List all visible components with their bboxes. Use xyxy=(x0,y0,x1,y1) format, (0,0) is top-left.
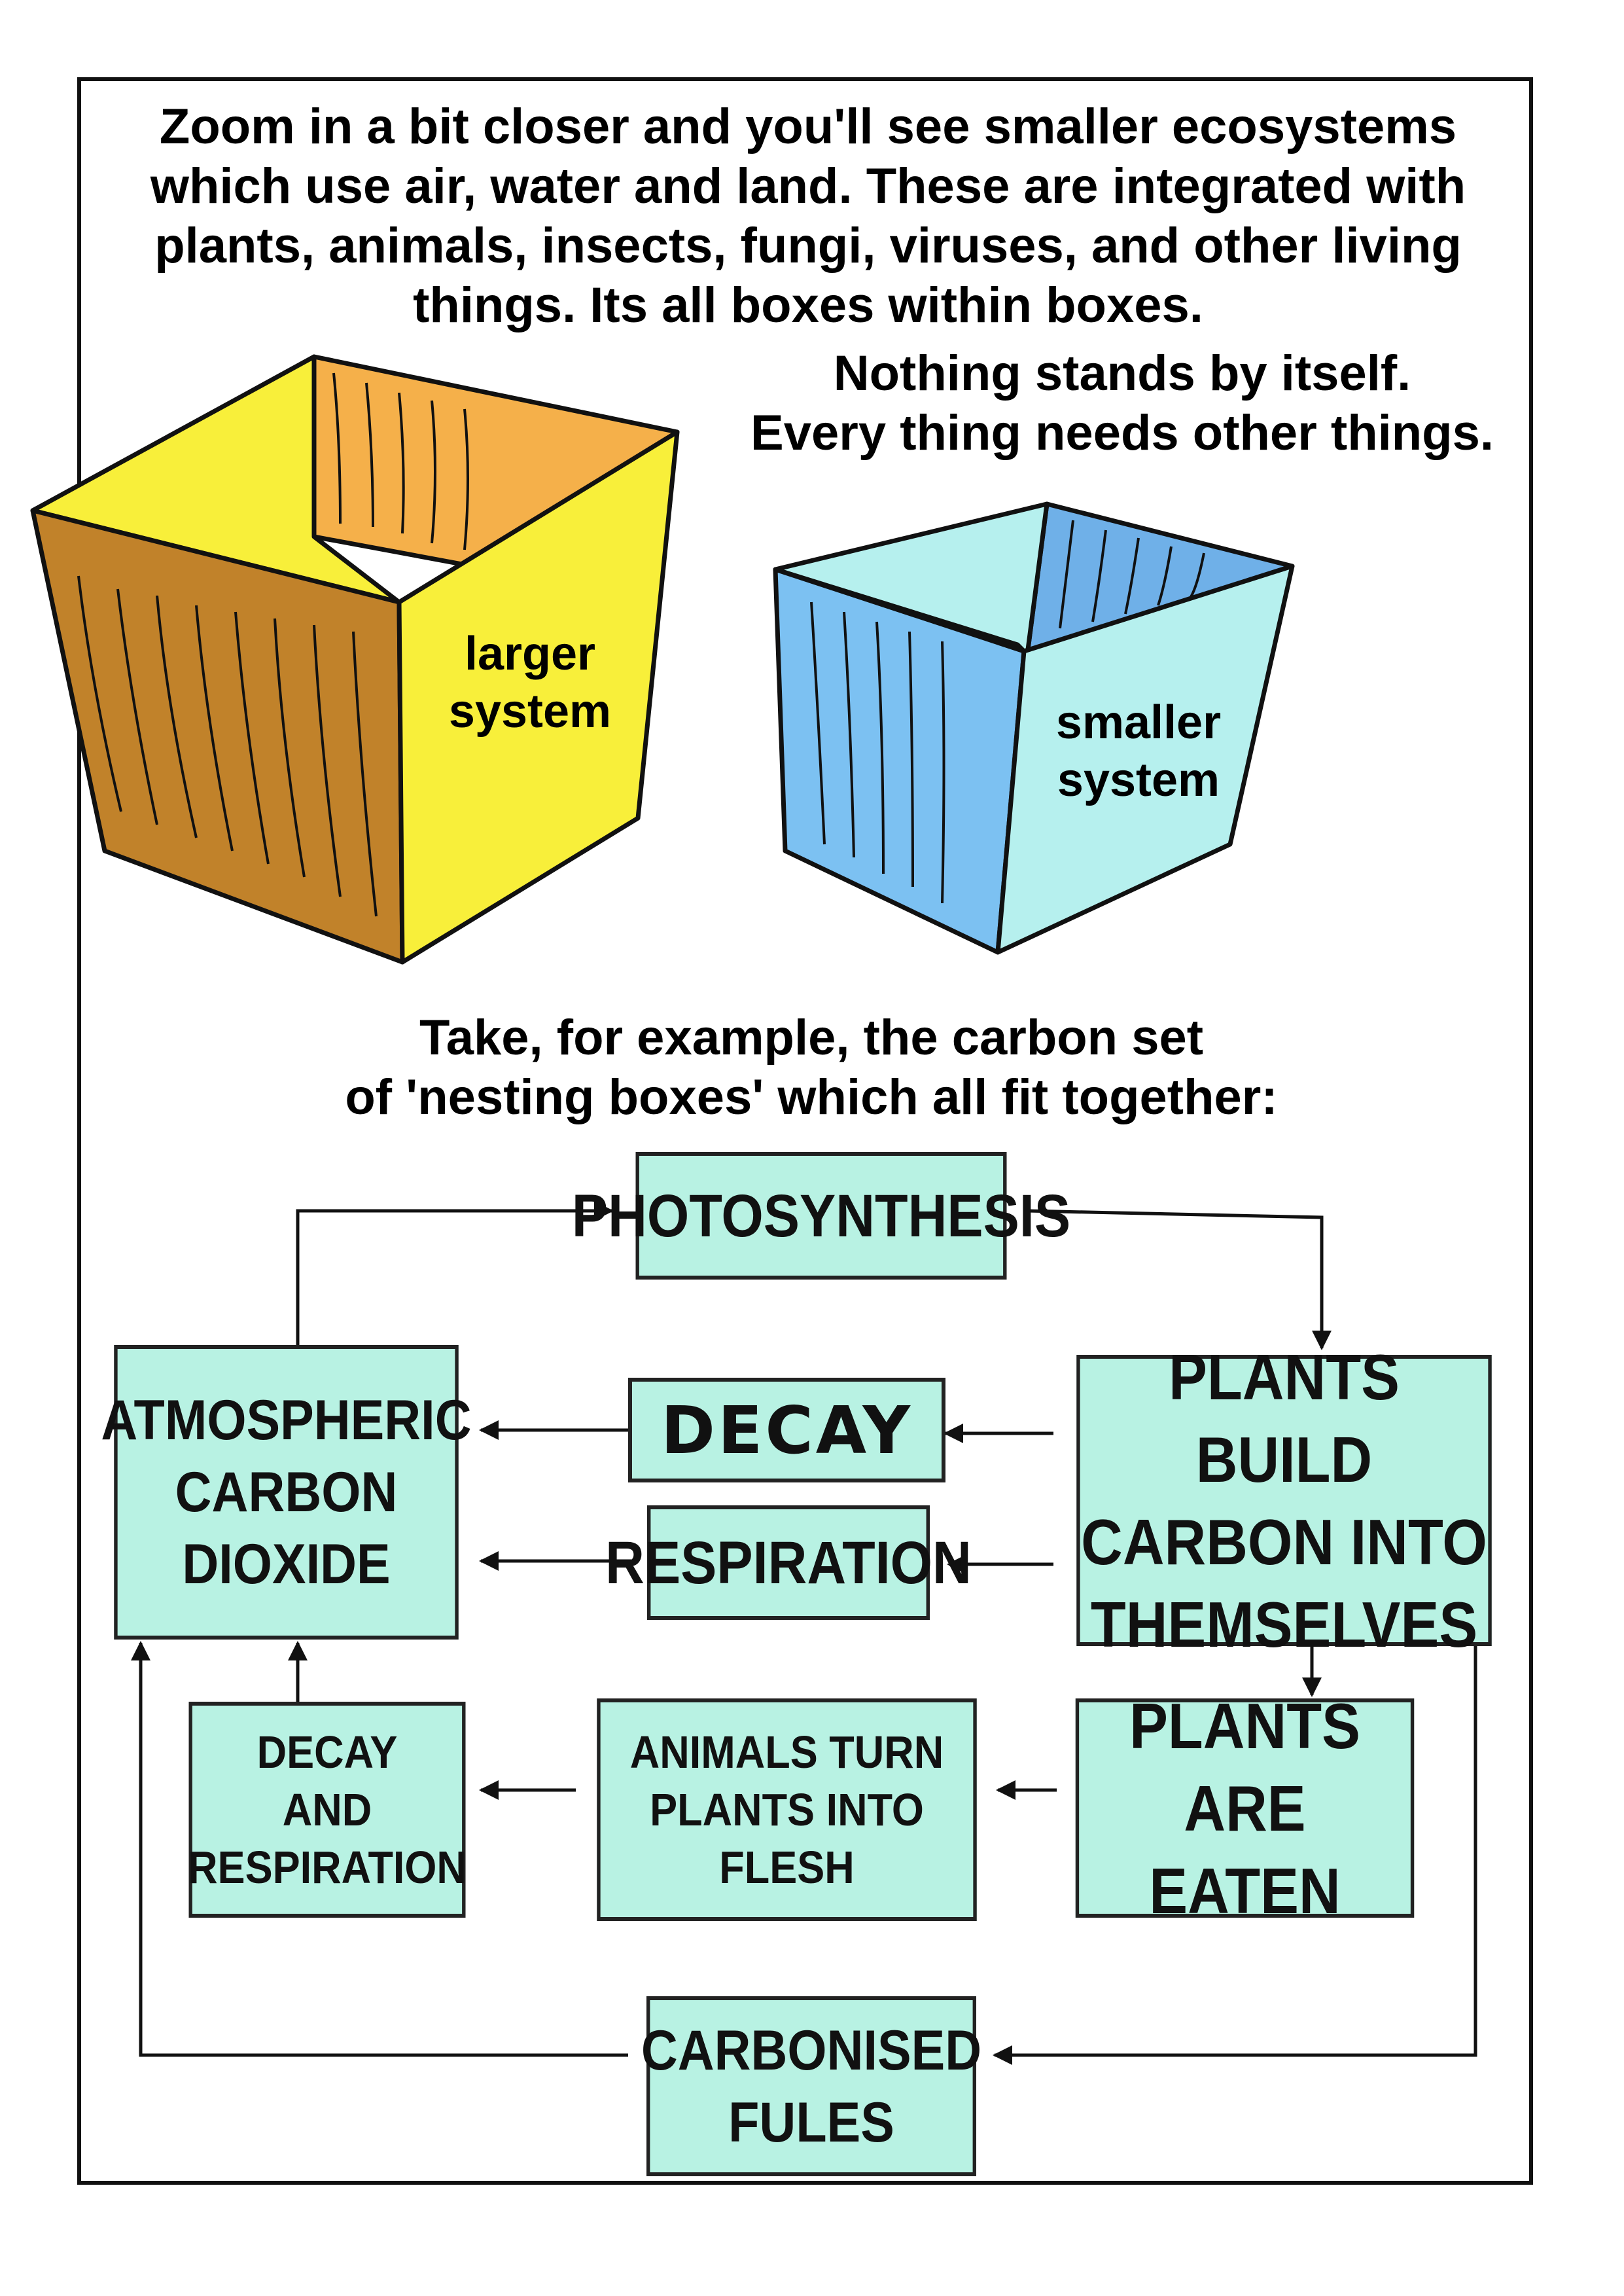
smaller-system-label: smaller system xyxy=(1031,694,1246,809)
animals-turn-plants-text: ANIMALS TURN PLANTS INTO FLESH xyxy=(629,1727,944,1893)
atmospheric-co2-text: ATMOSPHERIC CARBON DIOXIDE xyxy=(101,1389,472,1596)
smaller-box-front-face xyxy=(995,564,1295,955)
arrow-atmospheric-to-photosynthesis xyxy=(296,1201,614,1345)
plants-build-carbon-text: PLANTS BUILD CARBON INTO THEMSELVES xyxy=(1081,1340,1487,1660)
respiration-box: RESPIRATION xyxy=(605,1505,972,1620)
larger-system-label: larger system xyxy=(432,625,628,740)
example-line-1: Take, for example, the carbon set xyxy=(419,1010,1204,1066)
tagline: Nothing stands by itself. Every thing ne… xyxy=(707,344,1538,463)
larger-system-box xyxy=(30,354,680,965)
tagline-line-1: Nothing stands by itself. xyxy=(833,346,1411,401)
page-frame xyxy=(77,77,1533,2185)
larger-box-front-face xyxy=(397,429,680,965)
plants-build-carbon-box: PLANTS BUILD CARBON INTO THEMSELVES xyxy=(1076,1341,1492,1660)
smaller-system-box xyxy=(773,501,1295,955)
intro-paragraph: Zoom in a bit closer and you'll see smal… xyxy=(150,99,1466,333)
tagline-line-2: Every thing needs other things. xyxy=(750,405,1494,461)
decay-and-respiration-text: DECAY AND RESPIRATION xyxy=(188,1727,467,1893)
plants-are-eaten-box: PLANTS ARE EATEN xyxy=(1075,1690,1415,1927)
example-line-2: of 'nesting boxes' which all fit togethe… xyxy=(345,1069,1278,1125)
arrow-plants-build-to-carbonised xyxy=(993,1646,1477,2065)
example-text: Take, for example, the carbon set of 'ne… xyxy=(262,1008,1361,1127)
larger-label-line-1: larger xyxy=(464,628,596,680)
animals-turn-plants-box: ANIMALS TURN PLANTS INTO FLESH xyxy=(597,1698,977,1921)
photosynthesis-box: PHOTOSYNTHESIS xyxy=(572,1152,1070,1280)
arrow-photosynthesis-to-plants-build xyxy=(1027,1209,1332,1350)
decay-text: DECAY xyxy=(661,1391,913,1469)
carbonised-fules-text: CARBONISED FULES xyxy=(641,2018,982,2154)
smaller-label-line-1: smaller xyxy=(1055,696,1222,749)
arrow-carbonised-to-atmospheric xyxy=(131,1641,628,2057)
atmospheric-co2-box: ATMOSPHERIC CARBON DIOXIDE xyxy=(101,1345,472,1640)
decay-box: DECAY xyxy=(628,1378,945,1482)
carbonised-fules-box: CARBONISED FULES xyxy=(641,1996,981,2176)
photosynthesis-text: PHOTOSYNTHESIS xyxy=(571,1182,1071,1249)
decay-and-respiration-box: DECAY AND RESPIRATION xyxy=(188,1702,467,1918)
respiration-text: RESPIRATION xyxy=(605,1529,972,1596)
larger-label-line-2: system xyxy=(448,685,612,738)
plants-are-eaten-text: PLANTS ARE EATEN xyxy=(1129,1689,1360,1927)
smaller-label-line-2: system xyxy=(1057,754,1220,806)
